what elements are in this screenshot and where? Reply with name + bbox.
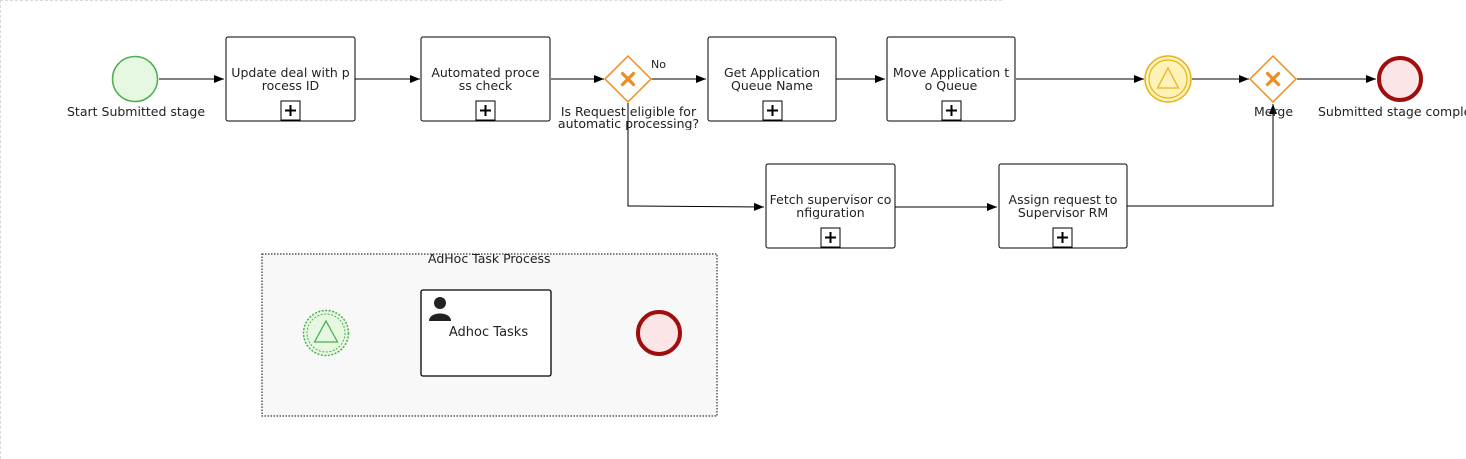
- end-event-label: Submitted stage comple: [1318, 104, 1466, 119]
- gateway-eligible[interactable]: [603, 54, 653, 104]
- task-adhoc-label: Adhoc Tasks: [448, 326, 529, 339]
- task-fetch-supervisor-label: Fetch supervisor configuration: [769, 193, 892, 219]
- flow-no-label: No: [651, 58, 666, 71]
- user-task-icon: [429, 297, 451, 321]
- task-update-deal-label: Update deal with process ID: [231, 66, 350, 92]
- end-event[interactable]: [1377, 56, 1423, 102]
- task-automated-check[interactable]: [420, 36, 551, 122]
- task-assign-supervisor[interactable]: [998, 163, 1128, 249]
- intermediate-signal-event[interactable]: [1144, 55, 1192, 103]
- task-assign-supervisor-label: Assign request to Supervisor RM: [1008, 193, 1118, 219]
- task-fetch-supervisor[interactable]: [765, 163, 896, 249]
- signal-triangle-icon: [1156, 66, 1180, 89]
- start-event[interactable]: [111, 55, 159, 103]
- task-get-queue-name[interactable]: [707, 36, 837, 122]
- task-automated-check-label: Automated process check: [431, 66, 540, 92]
- adhoc-end-event[interactable]: [636, 310, 682, 356]
- gateway-merge[interactable]: [1248, 54, 1298, 104]
- signal-triangle-icon: [313, 319, 339, 343]
- task-move-to-queue-label: Move Application to Queue: [892, 66, 1010, 92]
- task-adhoc[interactable]: [420, 289, 552, 377]
- flow-gateway-to-fetch[interactable]: [627, 103, 765, 211]
- task-update-deal[interactable]: [225, 36, 356, 122]
- gateway-eligible-label: Is Request eligible for automatic proces…: [557, 106, 700, 130]
- task-get-queue-name-label: Get Application Queue Name: [723, 66, 821, 92]
- exclusive-x-icon: [620, 71, 636, 87]
- flow-assign-to-merge[interactable]: [1127, 104, 1277, 207]
- gateway-merge-label: Merge: [1254, 104, 1294, 119]
- exclusive-x-icon: [1265, 71, 1281, 87]
- adhoc-start-signal-event[interactable]: [302, 309, 350, 357]
- start-event-label: Start Submitted stage: [67, 104, 206, 119]
- task-move-to-queue[interactable]: [886, 36, 1016, 122]
- adhoc-process-title: AdHoc Task Process: [428, 251, 551, 266]
